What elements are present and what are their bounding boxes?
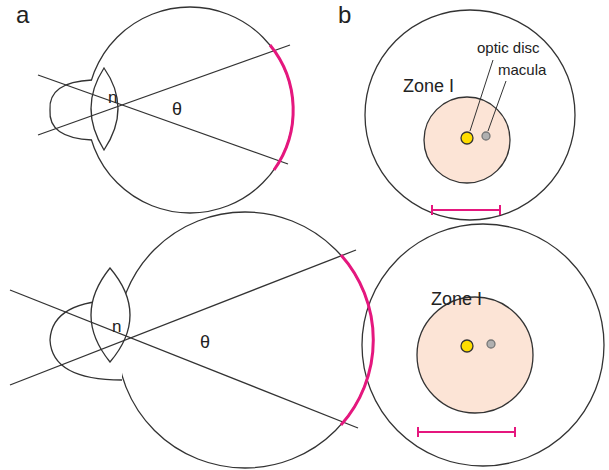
lens [91,268,130,362]
optic-disc-dot [461,132,473,144]
zone-one-area [417,297,533,413]
zone-label: Zone I [431,290,482,310]
structure-label: macula [498,62,546,79]
fundus-outline [362,224,604,466]
angle-label: θ [172,100,182,120]
retina-arc [341,255,373,425]
cornea [50,80,92,140]
macula-dot [482,132,490,140]
structure-label: optic disc [477,40,540,57]
scale-bar [432,209,500,211]
scale-bar-tick [499,205,501,215]
scale-bar-tick [417,427,419,437]
lens [91,68,118,150]
fundus-outline [365,10,575,220]
angle-label: θ [200,333,210,353]
retina-arc [270,45,293,170]
macula-dot [487,340,495,348]
eye-globe [117,212,373,468]
optic-disc-dot [461,340,473,352]
leader-line [488,81,506,131]
scale-bar-tick [514,427,516,437]
nodal-point-label: n [112,318,121,337]
leader-line [470,60,493,131]
panel-letter: a [16,2,29,28]
eye-globe [87,7,293,213]
zone-label: Zone I [403,77,454,97]
ray-line [38,75,288,164]
zone-one-area [424,97,510,183]
ray-line [10,290,358,428]
scale-bar-tick [431,205,433,215]
scale-bar [418,431,515,433]
ray-line [38,45,290,135]
panel-letter: b [338,2,351,28]
nodal-point-label: n [108,89,117,108]
ray-line [10,250,356,385]
